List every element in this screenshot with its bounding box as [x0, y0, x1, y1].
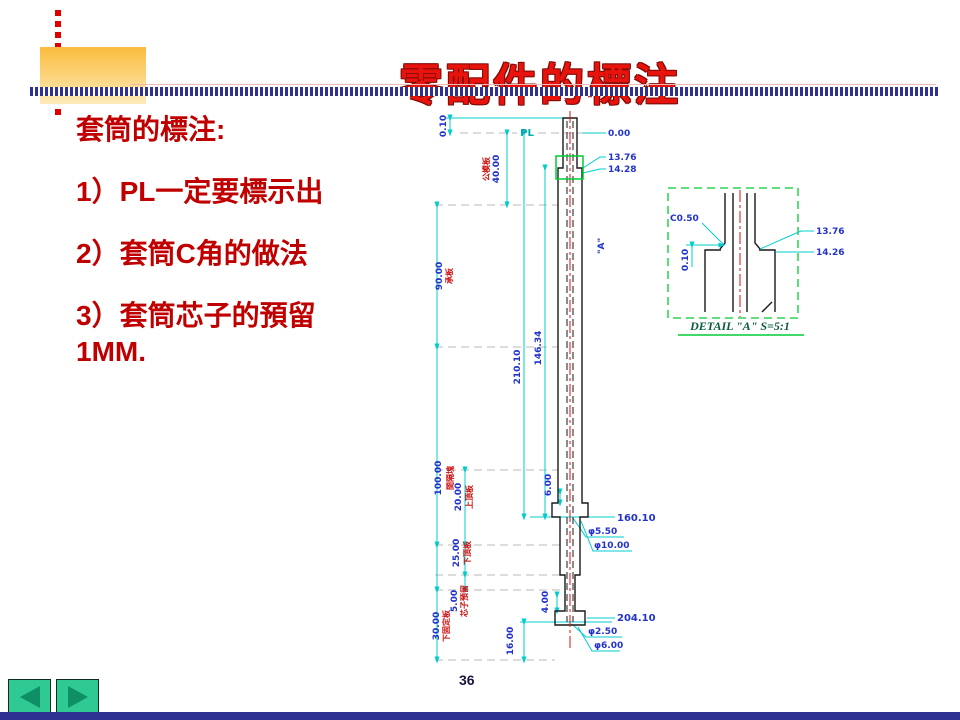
cad-drawing: PL 0.00 0.10 40.00 公模板 90.00 承板 210.10 1… [432, 111, 844, 664]
plate-label-90: 承板 [444, 267, 454, 284]
next-slide-button[interactable] [56, 679, 99, 714]
dim-5: 5.00 [450, 590, 460, 612]
notes-block: 套筒的標注: 1）PL一定要標示出 2）套筒C角的做法 3）套筒芯子的預留 1M… [76, 112, 416, 396]
view-a-label: "A" [597, 238, 607, 254]
plate-label-20: 上頂板 [464, 484, 474, 509]
lead-dia-6-00: φ6.00 [594, 641, 623, 651]
detail-caption: DETAIL "A" S=5:1 [689, 319, 790, 333]
pl-label: PL [520, 128, 534, 139]
dim-4: 4.00 [541, 591, 551, 613]
page-number: 36 [459, 672, 475, 688]
plate-label-5: 芯子預留 [459, 585, 469, 617]
lead-dia-2-50: φ2.50 [588, 627, 617, 637]
lead-160-10: 160.10 [617, 513, 656, 524]
sleeve-outline [551, 117, 589, 626]
dim-100: 100.00 [434, 461, 444, 496]
plate-label-25: 下頂板 [462, 540, 472, 565]
plate-boundary-lines [435, 132, 603, 661]
plate-label-40: 公模板 [481, 156, 491, 181]
lead-204-10: 204.10 [617, 613, 656, 624]
detail-a-callout-box [555, 155, 584, 180]
dim-30: 30.00 [432, 612, 442, 640]
lead-dia-10-00: φ10.00 [594, 541, 630, 551]
lead-dia-5-50: φ5.50 [588, 527, 617, 537]
arrow-right-icon [67, 685, 88, 708]
lead-14-28: 14.28 [608, 165, 636, 175]
detail-lead-13-76: 13.76 [816, 227, 844, 237]
note-item-1: 1）PL一定要標示出 [76, 176, 324, 207]
bottom-blue-bar [0, 712, 960, 720]
dimension-texts: PL 0.00 0.10 40.00 公模板 90.00 承板 210.10 1… [432, 115, 656, 655]
dim-6: 6.00 [544, 474, 554, 496]
dim-90: 90.00 [435, 262, 445, 290]
dim-20: 20.00 [454, 483, 464, 511]
lead-13-76: 13.76 [608, 153, 636, 163]
dim-0-10: 0.10 [439, 115, 449, 137]
dim-210: 210.10 [513, 350, 523, 385]
blue-dashed-divider [30, 87, 938, 96]
title-thin-rule [130, 84, 936, 85]
note-item-3: 3）套筒芯子的預留 1MM. [76, 300, 316, 367]
dim-146: 146.34 [534, 331, 544, 366]
detail-sleeve-section [704, 193, 776, 313]
previous-slide-button[interactable] [8, 679, 51, 714]
notes-heading: 套筒的標注: [76, 114, 226, 145]
dim-16: 16.00 [506, 627, 516, 655]
dimension-lines [434, 114, 632, 664]
plate-label-100: 間隔塊 [445, 466, 455, 490]
detail-lead-14-26: 14.26 [816, 248, 844, 258]
page-title: 零配件的標注 [399, 61, 681, 111]
arrow-left-icon [19, 685, 40, 708]
dim-40: 40.00 [492, 155, 502, 183]
detail-view-a: C0.50 0.10 13.76 14.26 DETAIL "A" S=5:1 [667, 187, 844, 336]
note-item-2: 2）套筒C角的做法 [76, 238, 308, 269]
detail-gap-label: 0.10 [681, 249, 691, 271]
datum-label: 0.00 [608, 129, 630, 139]
plate-label-30: 下固定板 [441, 609, 451, 642]
dim-25: 25.00 [452, 539, 462, 567]
detail-chamfer-label: C0.50 [670, 214, 699, 224]
